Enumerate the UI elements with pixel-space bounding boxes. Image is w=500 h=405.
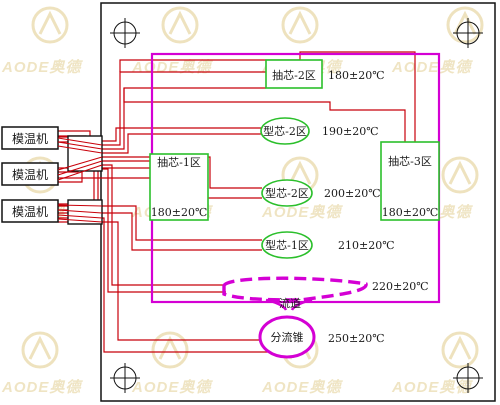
runner-outline bbox=[222, 276, 368, 302]
zone-core-2a-ellipse bbox=[260, 117, 310, 145]
zone-core-2b-ellipse bbox=[261, 179, 313, 207]
watermark-text: AODE奥德 bbox=[391, 59, 473, 76]
watermark-logo-icon bbox=[446, 6, 484, 44]
machine-label: 模温机 bbox=[12, 132, 48, 146]
zone-core-pull-3-box bbox=[380, 141, 440, 221]
watermark-logo-icon bbox=[441, 331, 479, 369]
zone-temp: 210±20℃ bbox=[338, 239, 395, 252]
zone-label: 型芯-1区 bbox=[265, 238, 309, 252]
watermark-logo-icon bbox=[281, 6, 319, 44]
circuit-line bbox=[119, 51, 416, 142]
crosshair-icon bbox=[453, 363, 483, 393]
watermark-logo-icon bbox=[21, 331, 59, 369]
water-lines bbox=[58, 51, 416, 353]
zone-temp: 220±20℃ bbox=[372, 280, 429, 293]
circuit-line bbox=[123, 88, 406, 142]
zones bbox=[149, 59, 440, 259]
sprue-neck bbox=[290, 298, 313, 311]
zone-core-pull-2-box bbox=[265, 59, 323, 89]
zone-temp: 180±20℃ bbox=[328, 69, 385, 82]
machine-box bbox=[1, 199, 59, 223]
watermark-text: AODE奥德 bbox=[1, 379, 83, 396]
zone-label: 抽芯-1区 bbox=[157, 155, 201, 169]
crosshair-icon bbox=[453, 18, 483, 48]
watermark-logo-icon bbox=[441, 156, 479, 194]
watermark-logo-icon bbox=[161, 6, 199, 44]
machine-box bbox=[1, 162, 59, 186]
sprue-neck bbox=[265, 298, 288, 311]
watermark-text: AODE奥德 bbox=[261, 379, 343, 396]
machine-label: 模温机 bbox=[12, 168, 48, 182]
zone-label: 流道 bbox=[279, 296, 301, 310]
watermark-text: AODE奥德 bbox=[1, 59, 83, 76]
crosshair-icon bbox=[110, 363, 140, 393]
crosshair-icon bbox=[110, 18, 140, 48]
zone-core-1-ellipse bbox=[261, 231, 313, 259]
zone-temp: 250±20℃ bbox=[328, 332, 385, 345]
zone-core-pull-1-box bbox=[149, 153, 209, 221]
zone-label: 分流锥 bbox=[271, 330, 304, 344]
zone-label: 型芯-2区 bbox=[265, 186, 309, 200]
watermark-text: AODE奥德 bbox=[131, 379, 213, 396]
zone-label: 抽芯-2区 bbox=[272, 68, 316, 82]
zone-temp: 190±20℃ bbox=[322, 125, 379, 138]
corner-marks bbox=[110, 18, 483, 393]
watermark-text: AODE奥德 bbox=[131, 59, 213, 76]
watermark-text: AODE奥德 bbox=[391, 379, 473, 396]
watermark-logo-icon bbox=[151, 331, 189, 369]
machine-label: 模温机 bbox=[12, 205, 48, 219]
zone-temp: 200±20℃ bbox=[324, 187, 381, 200]
manifold-lines bbox=[57, 137, 103, 223]
zone-label: 抽芯-3区 bbox=[388, 154, 432, 168]
machines: 模温机 模温机 模温机 bbox=[1, 126, 59, 223]
zone-temp: 180±20℃ bbox=[151, 206, 208, 219]
zone-temp: 180±20℃ bbox=[382, 206, 439, 219]
zone-label: 型芯-2区 bbox=[263, 124, 307, 138]
sprue-cone-ellipse bbox=[258, 315, 316, 359]
watermark-logo-icon bbox=[31, 6, 69, 44]
watermark-text: AODE奥德 bbox=[261, 204, 343, 221]
